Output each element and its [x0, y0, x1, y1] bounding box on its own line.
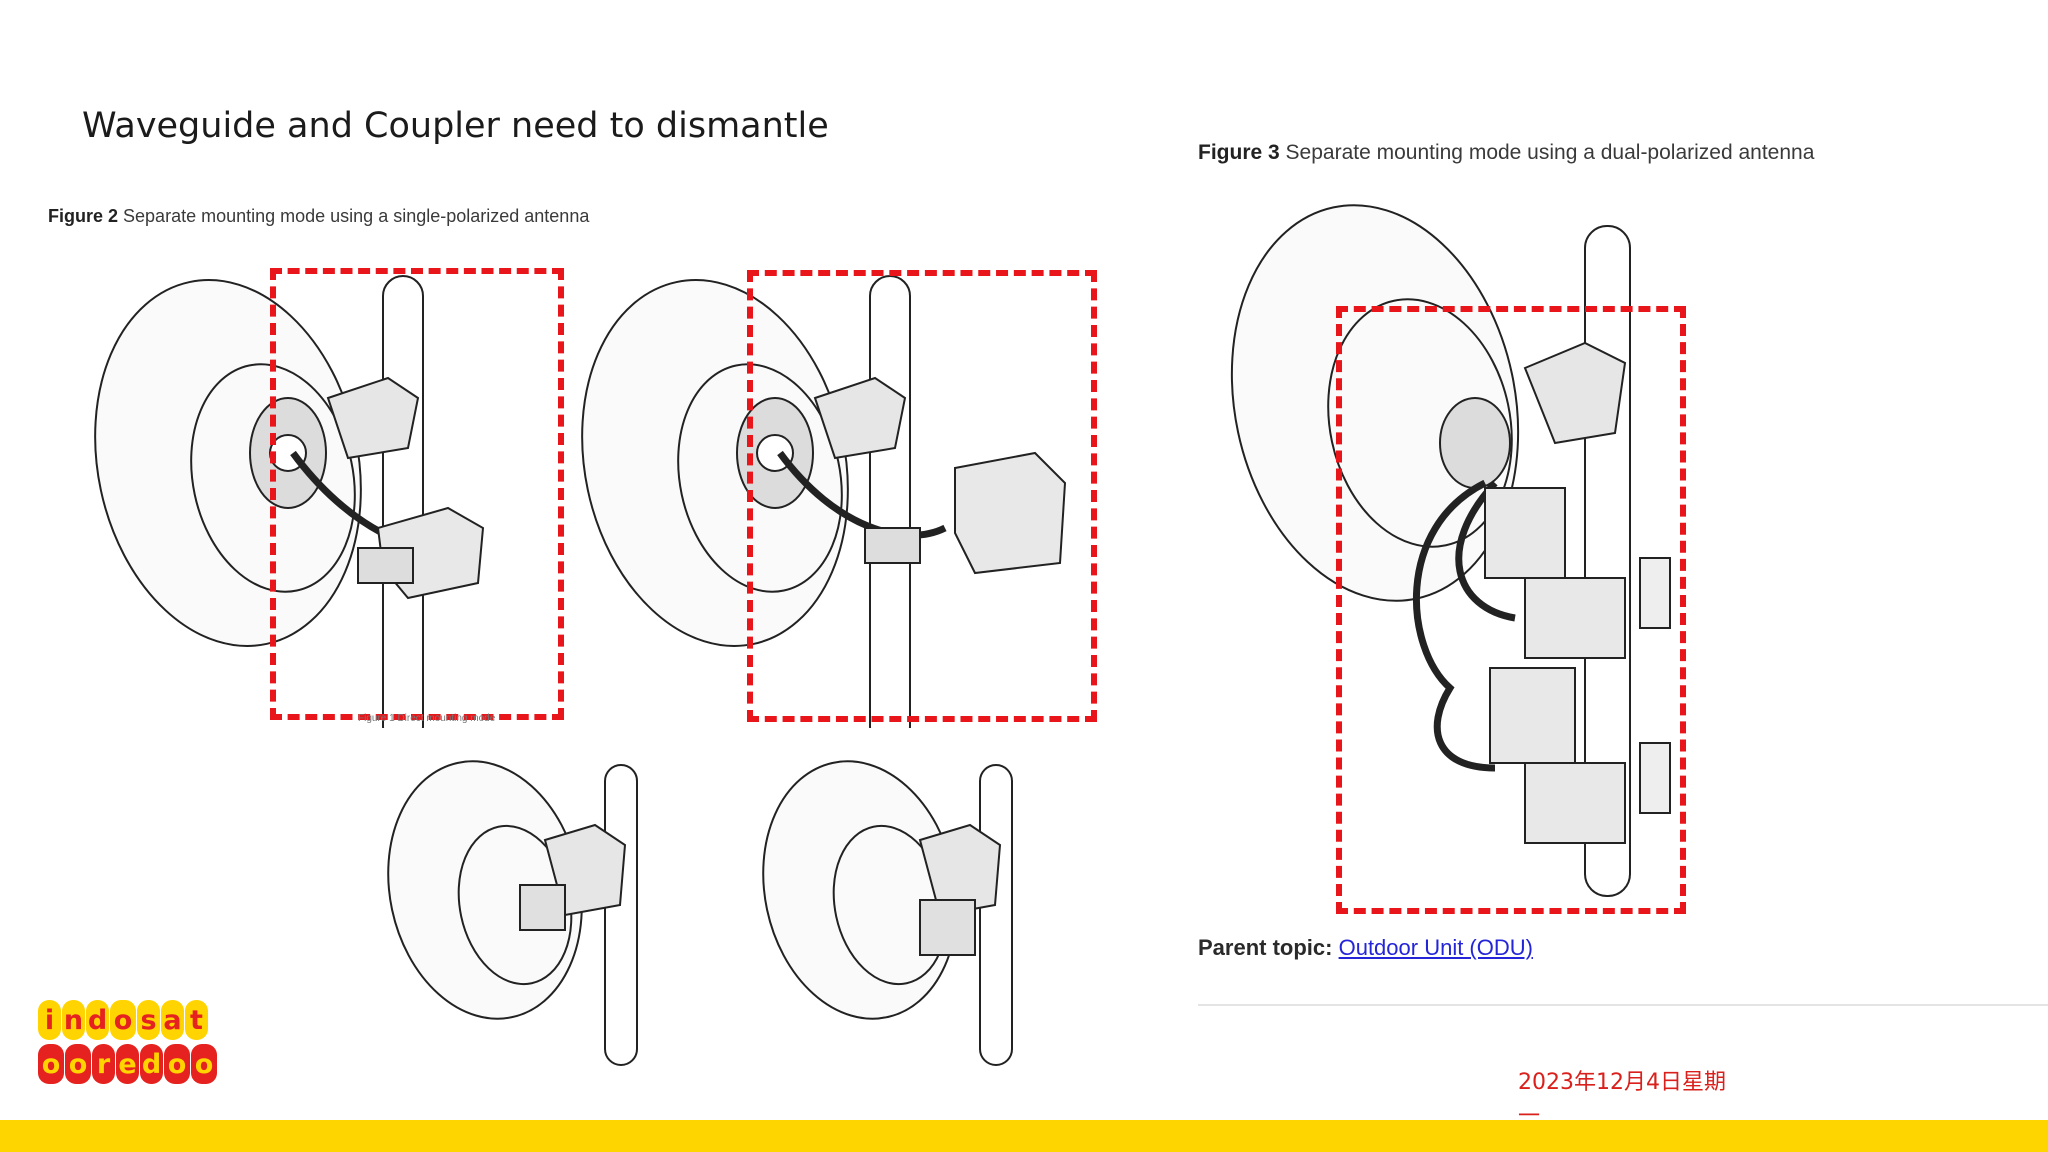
logo-letter: n [62, 1000, 85, 1040]
antenna-illustration [94, 275, 485, 728]
figure-1-antenna-left [355, 730, 675, 1090]
logo-letter: e [116, 1044, 139, 1084]
highlight-box-1 [270, 268, 564, 720]
logo-line-2: o o r e d o o [38, 1044, 228, 1084]
parent-topic-label: Parent topic: [1198, 935, 1333, 960]
figure-2-label: Figure 2 [48, 206, 119, 226]
figure-3-label: Figure 3 [1198, 141, 1280, 164]
figure-3-text: Separate mounting mode using a dual-pola… [1285, 141, 1815, 164]
indosat-ooredoo-logo: i n d o s a t o o r e d o o [38, 1000, 228, 1098]
logo-letter: o [38, 1044, 64, 1084]
antenna-illustration [762, 760, 1013, 1066]
logo-letter: o [65, 1044, 91, 1084]
antenna-illustration [581, 275, 1067, 728]
logo-letter: d [140, 1044, 163, 1084]
logo-letter: o [164, 1044, 190, 1084]
figure-2-antenna-right [535, 228, 1095, 728]
figure-2-text: Separate mounting mode using a single-po… [123, 206, 590, 226]
logo-letter: o [191, 1044, 217, 1084]
figure-1-caption: Figure 1 Direct mounting mode [358, 713, 496, 724]
logo-line-1: i n d o s a t [38, 1000, 228, 1040]
footer-bar [0, 1120, 2048, 1152]
logo-letter: d [86, 1000, 109, 1040]
highlight-box-2 [747, 270, 1097, 722]
antenna-illustration [1230, 204, 1671, 897]
logo-letter: a [161, 1000, 184, 1040]
figure-3-caption: Figure 3 Separate mounting mode using a … [1198, 141, 1814, 165]
logo-letter: i [38, 1000, 61, 1040]
figure-3-antenna [1195, 168, 1675, 908]
parent-topic-link[interactable]: Outdoor Unit (ODU) [1338, 935, 1533, 960]
figure-2-caption: Figure 2 Separate mounting mode using a … [48, 206, 589, 227]
parent-topic: Parent topic: Outdoor Unit (ODU) [1198, 935, 1533, 961]
antenna-illustration [387, 760, 638, 1066]
slide-title: Waveguide and Coupler need to dismantle [82, 106, 829, 146]
figure-2-antenna-left [48, 228, 558, 728]
slide-date: 2023年12月4日星期一 [1518, 1070, 1726, 1129]
highlight-box-3 [1336, 306, 1686, 914]
logo-letter: o [110, 1000, 136, 1040]
logo-letter: t [185, 1000, 208, 1040]
divider [1198, 1004, 2048, 1006]
logo-letter: r [92, 1044, 115, 1084]
logo-letter: s [137, 1000, 160, 1040]
figure-1-antenna-right [730, 730, 1050, 1090]
